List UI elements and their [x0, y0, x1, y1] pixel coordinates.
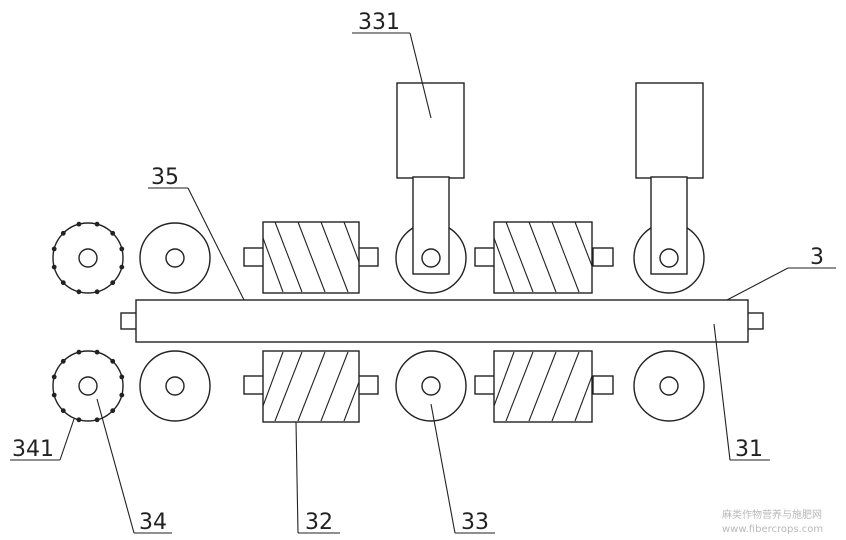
- gear-spike: [60, 280, 66, 286]
- roller-lower-5: [633, 350, 705, 422]
- lower-row: [51, 349, 705, 423]
- cylinder-331: [396, 82, 465, 179]
- spiral-roller-upper-1: [243, 221, 379, 294]
- gear-spike: [94, 417, 100, 423]
- gear-spike: [76, 417, 82, 423]
- watermark-line-2: www.fibercrops.com: [722, 524, 823, 535]
- label-34: 34: [139, 510, 167, 535]
- gear-spike: [76, 349, 82, 355]
- roller-lower-1: [139, 350, 211, 422]
- gear-spike: [119, 264, 125, 270]
- press-unit-1: [395, 82, 467, 294]
- gear-spike: [110, 358, 116, 364]
- upper-row: [51, 82, 705, 295]
- gear-spike: [51, 374, 57, 380]
- beam-assembly: [120, 299, 764, 343]
- label-331: 331: [358, 10, 400, 35]
- gear-spike: [51, 264, 57, 270]
- label-31: 31: [735, 437, 763, 462]
- main-beam: [135, 299, 749, 343]
- label-33: 33: [461, 510, 489, 535]
- gear-spike: [94, 349, 100, 355]
- beam-left-stub: [120, 312, 138, 330]
- gear-spike: [94, 221, 100, 227]
- gear-spike: [60, 358, 66, 364]
- watermark-line-1: 麻类作物营养与施肥网: [722, 508, 822, 521]
- gear-spike: [51, 246, 57, 252]
- label-3: 3: [810, 245, 824, 270]
- gear-spike: [110, 408, 116, 414]
- gear-spike: [110, 280, 116, 286]
- gear-spike: [76, 221, 82, 227]
- gear-spike: [60, 408, 66, 414]
- roller-upper-1: [139, 222, 211, 294]
- cylinder-2: [635, 82, 704, 179]
- watermark: 麻类作物营养与施肥网 www.fibercrops.com: [722, 508, 823, 535]
- gear-spike: [110, 230, 116, 236]
- gear-spike: [51, 392, 57, 398]
- gear-spike: [76, 289, 82, 295]
- gear-spike: [119, 246, 125, 252]
- gear-spike: [60, 230, 66, 236]
- spiked-gear-upper: [51, 221, 125, 295]
- label-32: 32: [305, 510, 333, 535]
- spiked-gear-lower: [51, 349, 125, 423]
- spiral-roller-upper-2: [474, 221, 614, 294]
- labels: 331 35 3 341 34 32 33 31: [12, 10, 824, 535]
- gear-spike: [119, 374, 125, 380]
- label-341: 341: [12, 437, 54, 462]
- leader-lines: [10, 32, 836, 534]
- roller-lower-33: [395, 350, 467, 422]
- label-35: 35: [151, 165, 179, 190]
- beam-right-stub: [746, 312, 764, 330]
- press-unit-2: [633, 82, 705, 294]
- gear-spike: [94, 289, 100, 295]
- gear-spike: [119, 392, 125, 398]
- spiral-roller-lower-1: [243, 350, 379, 423]
- spiral-roller-lower-2: [474, 350, 614, 423]
